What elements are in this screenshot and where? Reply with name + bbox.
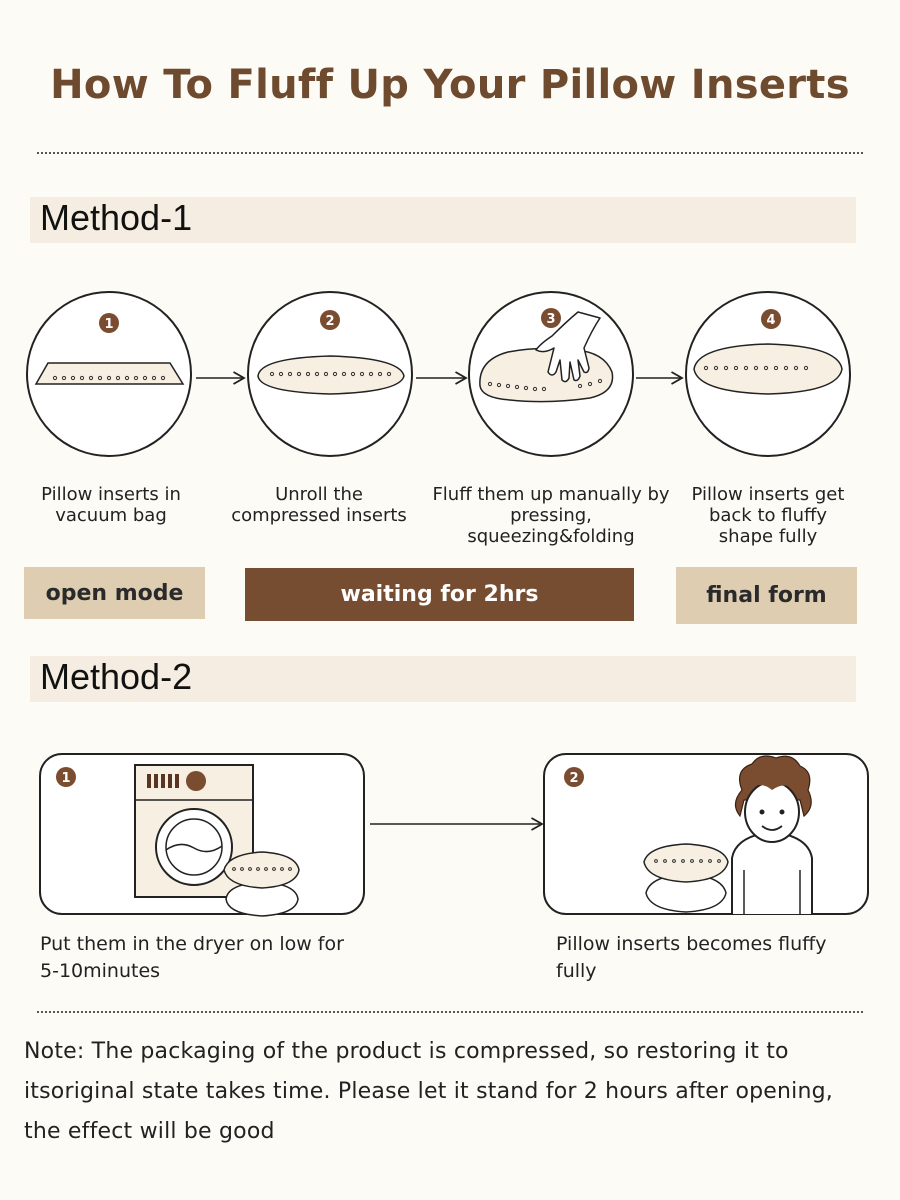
- step-3-badge: [541, 308, 561, 328]
- step-2-number: 2: [325, 314, 334, 329]
- method-2-label: Method-2: [40, 656, 193, 697]
- m2-step-2-number: 2: [569, 771, 578, 786]
- step-1-illustration: 1: [26, 291, 192, 457]
- step-3-illustration: 3: [468, 291, 634, 457]
- step-2-badge: [320, 310, 340, 330]
- step-3-caption: Fluff them up manually by pressing, sque…: [432, 484, 670, 547]
- m2-step-1-caption-line-2: 5-10minutes: [40, 960, 161, 982]
- fluffy-pillow-icon: [693, 343, 843, 395]
- step-2-illustration: 2: [247, 291, 413, 457]
- pillow-dots-1: [52, 375, 166, 381]
- m2-step-2-badge: [564, 767, 584, 787]
- waiting-label: waiting for 2hrs: [245, 568, 634, 621]
- fluffing-pillow-icon: [479, 347, 614, 403]
- hand-icon: [535, 311, 601, 383]
- m2-step-2-caption-line-2: fully: [556, 960, 597, 982]
- method-1-label: Method-1: [40, 197, 193, 238]
- m2-step-1-badge: [56, 767, 76, 787]
- step-2-caption: Unroll the compressed inserts: [231, 484, 407, 526]
- step-4-number: 4: [766, 313, 775, 328]
- m2-step-1-caption: Put them in the dryer on low for 5-10min…: [40, 931, 370, 985]
- pillow-dots-3: [487, 378, 603, 392]
- method-1-band: [30, 197, 856, 243]
- method-2-band: [30, 656, 856, 702]
- method-2-step-2-illustration: 2: [543, 753, 869, 915]
- step-1-caption: Pillow inserts in vacuum bag: [41, 484, 181, 526]
- page-title: How To Fluff Up Your Pillow Inserts: [50, 62, 850, 108]
- dotted-divider-top: [37, 152, 863, 154]
- open-mode-label: open mode: [24, 567, 205, 619]
- step-1-badge: [99, 313, 119, 333]
- compressed-pillow-icon: [34, 362, 185, 385]
- step-1-number: 1: [104, 317, 113, 332]
- method-2-step-1-illustration: 1: [39, 753, 365, 917]
- unrolled-pillow-icon: [257, 355, 405, 395]
- fluffy-pillow-stack-icon: [643, 843, 729, 913]
- pillow-dots-4: [703, 365, 809, 371]
- step-3-number: 3: [546, 312, 555, 327]
- person-icon: [731, 755, 813, 914]
- dotted-divider-bottom: [37, 1011, 863, 1013]
- step-4-illustration: 4: [685, 291, 851, 457]
- step-4-badge: [761, 309, 781, 329]
- final-form-label: final form: [676, 567, 857, 624]
- note-text: Note: The packaging of the product is co…: [24, 1039, 833, 1144]
- m2-step-1-caption-line-1: Put them in the dryer on low for: [40, 933, 344, 955]
- m2-step-2-caption-line-1: Pillow inserts becomes fluffy: [556, 933, 827, 955]
- pillow-stack-icon: [223, 851, 300, 917]
- m2-step-1-number: 1: [61, 771, 70, 786]
- pillow-dots-2: [269, 371, 392, 377]
- step-4-caption: Pillow inserts get back to fluffy shape …: [691, 484, 845, 547]
- m2-step-2-caption: Pillow inserts becomes fluffy fully: [556, 931, 876, 985]
